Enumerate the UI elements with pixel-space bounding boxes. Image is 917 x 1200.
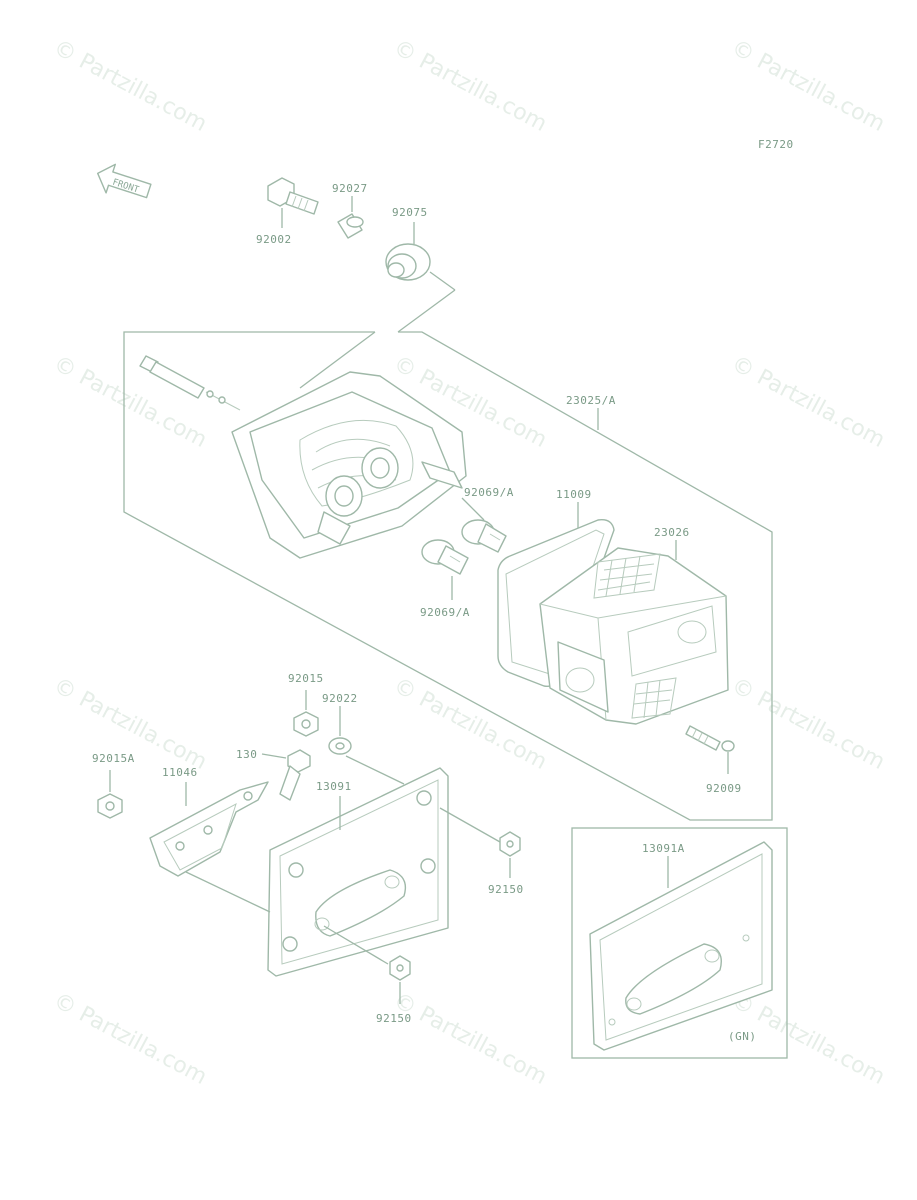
watermark: © Partzilla.com bbox=[389, 988, 551, 1090]
wire-connector bbox=[139, 355, 241, 411]
part-label-92075: 92075 bbox=[392, 206, 428, 219]
watermark: © Partzilla.com bbox=[727, 351, 889, 453]
part-label-13091A: 13091A bbox=[642, 842, 685, 855]
part-label-92022: 92022 bbox=[322, 692, 358, 705]
part-label-23026: 23026 bbox=[654, 526, 690, 539]
leader-line bbox=[299, 331, 376, 389]
screw-92009 bbox=[685, 725, 735, 752]
part-label-92150-bottom: 92150 bbox=[376, 1012, 412, 1025]
leader-line bbox=[461, 497, 485, 521]
part-label-92150-right: 92150 bbox=[488, 883, 524, 896]
watermark: © Partzilla.com bbox=[389, 673, 551, 775]
region-note: (GN) bbox=[728, 1030, 757, 1043]
bolt-92002 bbox=[267, 177, 319, 215]
grommet-92075 bbox=[385, 243, 431, 281]
bracket-11046 bbox=[149, 781, 269, 877]
part-label-130: 130 bbox=[236, 748, 257, 761]
part-label-11046: 11046 bbox=[162, 766, 198, 779]
leader-line bbox=[345, 755, 405, 785]
bulb-upper bbox=[461, 519, 507, 553]
part-label-92015: 92015 bbox=[288, 672, 324, 685]
bulb-lower bbox=[421, 539, 469, 575]
nut-92150-right bbox=[499, 831, 521, 857]
watermark: © Partzilla.com bbox=[49, 35, 211, 137]
plate-13091A bbox=[589, 841, 773, 1051]
leader-line bbox=[185, 871, 271, 913]
watermark: © Partzilla.com bbox=[389, 35, 551, 137]
tail-lamp-housing bbox=[231, 371, 467, 559]
leader-line bbox=[429, 271, 456, 291]
part-label-92069A-bottom: 92069/A bbox=[420, 606, 470, 619]
nut-92015A bbox=[97, 793, 123, 819]
leader-line bbox=[261, 753, 287, 759]
part-label-23025A: 23025/A bbox=[566, 394, 616, 407]
part-label-92069A-top: 92069/A bbox=[464, 486, 514, 499]
front-arrow-icon: FRONT bbox=[96, 163, 152, 199]
part-label-92015A: 92015A bbox=[92, 752, 135, 765]
part-label-92002: 92002 bbox=[256, 233, 292, 246]
assembly-outline bbox=[123, 331, 773, 821]
inset-box bbox=[571, 827, 788, 1059]
washer-92022 bbox=[328, 737, 352, 755]
lens-23026 bbox=[539, 547, 729, 725]
watermark: © Partzilla.com bbox=[727, 35, 889, 137]
nut-92015 bbox=[293, 711, 319, 737]
part-label-92009: 92009 bbox=[706, 782, 742, 795]
part-label-11009: 11009 bbox=[556, 488, 592, 501]
watermark: © Partzilla.com bbox=[49, 988, 211, 1090]
bolt-130 bbox=[279, 749, 311, 801]
figure-code: F2720 bbox=[758, 138, 794, 151]
watermark: © Partzilla.com bbox=[727, 673, 889, 775]
leader-line bbox=[439, 807, 501, 843]
leader-line bbox=[397, 289, 456, 333]
leader-line bbox=[323, 925, 389, 965]
nut-92150-bottom bbox=[389, 955, 411, 981]
watermark: © Partzilla.com bbox=[49, 351, 211, 453]
plate-13091 bbox=[267, 767, 449, 977]
part-label-13091: 13091 bbox=[316, 780, 352, 793]
collar-92027 bbox=[337, 213, 364, 239]
part-label-92027: 92027 bbox=[332, 182, 368, 195]
